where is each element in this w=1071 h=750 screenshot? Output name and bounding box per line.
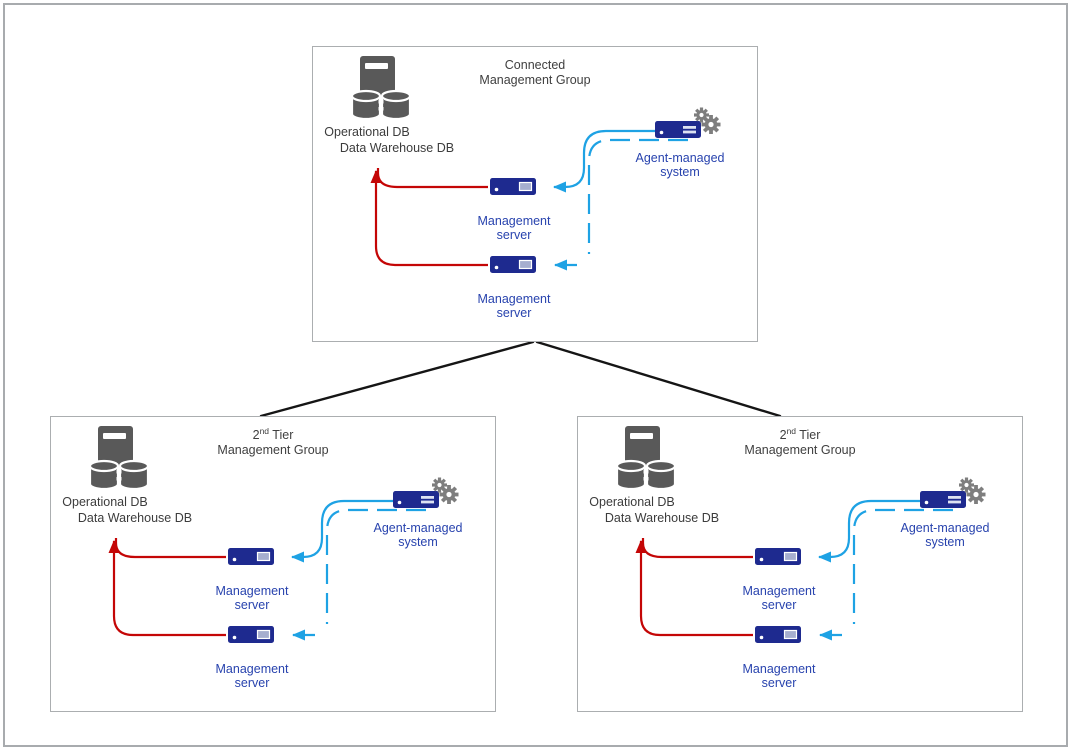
hierarchy-connector-right [535,340,782,418]
agent-server-icon [393,491,439,508]
group-title: Connected Management Group [313,54,757,88]
agent-primary-arrow [818,499,920,563]
management-server-icon [754,625,802,644]
group-title-line1: 2nd Tier [252,426,294,443]
operational-db-label: Operational DB [589,495,675,509]
agent-primary-arrow [291,499,393,563]
management-server-icon [754,547,802,566]
management-server-icon [227,625,275,644]
management-server-label: Management server [477,292,551,320]
agent-managed-system-label: Agent-managed system [900,521,990,549]
management-server-label: Management server [215,584,289,612]
second-tier-management-group-box-left: 2nd Tier Management Group Operational DB… [50,416,496,712]
group-diagram [615,424,986,644]
group-title-line2: Management Group [217,443,329,458]
data-warehouse-db-label: Data Warehouse DB [77,511,193,525]
connected-management-group-box: Connected Management Group Operational D… [312,46,758,342]
db-write-arrow-upper [376,168,488,189]
group-diagram [88,424,459,644]
management-server-label: Management server [742,584,816,612]
db-write-arrow-lower [635,540,753,637]
group-title: 2nd Tier Management Group [51,424,495,458]
data-warehouse-db-label: Data Warehouse DB [339,141,455,155]
operational-db-label: Operational DB [324,125,410,139]
agent-failover-dashed-line [325,508,426,624]
management-server-label: Management server [742,662,816,690]
group-diagram [350,54,721,274]
group-title-line2: Management Group [479,73,591,88]
agent-failover-dashed-line [852,508,953,624]
management-server-icon [489,177,537,196]
agent-server-icon [920,491,966,508]
agent-managed-system-label: Agent-managed system [373,521,463,549]
agent-server-icon [655,121,701,138]
group-title: 2nd Tier Management Group [578,424,1022,458]
second-tier-management-group-box-right: 2nd Tier Management Group Operational DB… [577,416,1023,712]
db-write-arrow-lower [108,540,226,637]
hierarchy-connector-left [259,340,535,418]
group-title-line2: Management Group [744,443,856,458]
management-server-icon [489,255,537,274]
management-server-label: Management server [477,214,551,242]
management-server-icon [227,547,275,566]
data-warehouse-db-label: Data Warehouse DB [604,511,720,525]
agent-primary-arrow [553,129,655,193]
agent-managed-system-label: Agent-managed system [635,151,725,179]
agent-failover-dashed-line [587,138,688,254]
management-server-label: Management server [215,662,289,690]
db-write-arrow-upper [641,538,753,559]
db-write-arrow-lower [370,170,488,267]
group-title-line1: 2nd Tier [779,426,821,443]
db-write-arrow-upper [114,538,226,559]
group-title-line1: Connected [504,58,566,73]
operational-db-label: Operational DB [62,495,148,509]
